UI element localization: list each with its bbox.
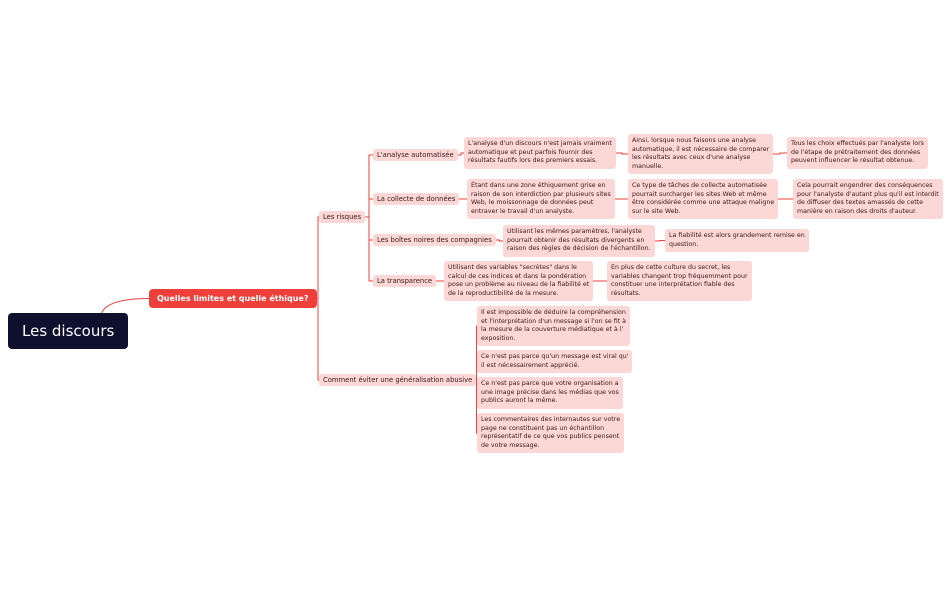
text-line: pourrait surcharger les sites Web et mêm…	[632, 190, 767, 198]
text-line: Ce n'est pas parce qu'un message est vir…	[481, 353, 629, 360]
connector	[616, 152, 628, 155]
connector	[773, 152, 787, 155]
risk-boites-noires[interactable]: Les boîtes noires des compagnies	[373, 234, 496, 246]
text-line: variables changent trop fréquemment pour	[611, 272, 748, 280]
text-line: Ce type de tâches de collecte automatisé…	[632, 182, 767, 189]
analyse-note-3[interactable]: Tous les choix effectués par l'analyste …	[787, 137, 928, 169]
generalisation-note-3[interactable]: Ce n'est pas parce que votre organisatio…	[477, 377, 623, 409]
text-line: de diffuser des textes amassés de cette	[797, 199, 924, 207]
text-line: L'analyse d'un discours n'est jamais vra…	[468, 140, 612, 147]
text-line: résultats.	[611, 289, 641, 297]
text-line: En plus de cette culture du secret, les	[611, 264, 731, 271]
text-line: calcul de ces indices et dans la pondéra…	[448, 272, 587, 280]
text-line: sur le site Web.	[632, 207, 681, 215]
text-line: Il est impossible de déduire la compréhe…	[481, 309, 626, 316]
text-line: Ce n'est pas parce que votre organisatio…	[481, 380, 619, 387]
text-line: les résultats avec ceux d'une analyse	[632, 154, 751, 162]
text-line: pose un problème au niveau de la fiabili…	[448, 281, 590, 289]
text-line: constituer une interprétation fiable des	[611, 281, 735, 289]
transparence-note-1[interactable]: Utilisant des variables "secrètes" dans …	[444, 261, 594, 302]
risk-analyse-automatisee[interactable]: L'analyse automatisée	[373, 149, 458, 161]
text-line: pourrait obtenir des résultats divergent…	[507, 236, 645, 244]
text-line: Web, le moissonnage de données peut	[471, 199, 594, 207]
connector	[496, 239, 503, 242]
text-line: automatique, il est nécessaire de compar…	[632, 145, 770, 153]
generalisation-note-2[interactable]: Ce n'est pas parce qu'un message est vir…	[477, 350, 633, 374]
branch-risques[interactable]: Les risques	[319, 211, 366, 223]
text-line: et l'interprétation d'un message si l'on…	[481, 317, 627, 325]
text-line: page ne constituent pas un échantillon	[481, 424, 605, 432]
connector	[101, 298, 150, 314]
boites-note-1[interactable]: Utilisant les mêmes paramètres, l'analys…	[503, 225, 655, 257]
analyse-note-1[interactable]: L'analyse d'un discours n'est jamais vra…	[464, 137, 616, 169]
text-line: entraver le travail d'un analyste.	[471, 207, 575, 215]
text-line: publics auront la même.	[481, 397, 558, 405]
connector	[365, 216, 373, 282]
text-line: de votre message.	[481, 441, 540, 449]
connector	[317, 216, 319, 299]
text-line: manière en raison des droits d'auteur.	[797, 207, 918, 215]
text-line: question.	[669, 240, 699, 248]
text-line: de la reproductibilité de la mesure.	[448, 289, 559, 297]
analyse-note-2[interactable]: Ainsi, lorsque nous faisons une analyse …	[628, 134, 774, 175]
text-line: être considérée comme une attaque malign…	[632, 199, 775, 207]
text-line: Ainsi, lorsque nous faisons une analyse	[632, 137, 756, 144]
text-line: de l'étape de prétraitement des données	[791, 148, 921, 156]
risk-transparence[interactable]: La transparence	[373, 275, 437, 287]
text-line: il est nécessairement apprécié.	[481, 361, 580, 369]
risk-collecte-donnees[interactable]: La collecte de données	[373, 193, 460, 205]
text-line: une image précise dans les médias que vo…	[481, 388, 619, 396]
text-line: Tous les choix effectués par l'analyste …	[791, 140, 924, 147]
text-line: La fiabilité est alors grandement remise…	[669, 232, 805, 239]
text-line: la mesure de la couverture médiatique et…	[481, 326, 624, 334]
text-line: Étant dans une zone éthiquement grise en	[471, 182, 606, 189]
branch-generalisation[interactable]: Comment éviter une généralisation abusiv…	[319, 374, 477, 386]
connector	[655, 240, 665, 242]
text-line: résultats fautifs lors des premiers essa…	[468, 157, 598, 165]
text-line: représentatif de ce que vos publics pens…	[481, 433, 620, 441]
transparence-note-2[interactable]: En plus de cette culture du secret, les …	[607, 261, 752, 302]
text-line: Cela pourrait engendrer des conséquences	[797, 182, 933, 189]
text-line: raison de son interdiction par plusieurs…	[471, 190, 611, 198]
connector	[476, 379, 477, 434]
text-line: Les commentaires des internautes sur vot…	[481, 416, 621, 423]
text-line: Utilisant les mêmes paramètres, l'analys…	[507, 228, 642, 235]
text-line: Utilisant des variables "secrètes" dans …	[448, 264, 577, 271]
root-topic[interactable]: Les discours	[8, 313, 129, 349]
connector	[317, 298, 319, 381]
connector	[458, 152, 464, 156]
text-line: manuelle.	[632, 162, 664, 170]
text-line: raison des règles de décision de l'échan…	[507, 245, 651, 253]
collecte-note-1[interactable]: Étant dans une zone éthiquement grise en…	[467, 179, 615, 220]
text-line: pour l'analyste d'autant plus qu'il est …	[797, 190, 939, 198]
boites-note-2[interactable]: La fiabilité est alors grandement remise…	[665, 229, 809, 253]
text-line: automatique et peut parfois fournir des	[468, 148, 593, 156]
collecte-note-3[interactable]: Cela pourrait engendrer des conséquences…	[793, 179, 943, 220]
generalisation-note-4[interactable]: Les commentaires des internautes sur vot…	[477, 413, 625, 454]
collecte-note-2[interactable]: Ce type de tâches de collecte automatisé…	[628, 179, 779, 220]
generalisation-note-1[interactable]: Il est impossible de déduire la compréhe…	[477, 306, 631, 347]
text-line: peuvent influencer le résultat obtenue.	[791, 157, 915, 165]
text-line: exposition.	[481, 334, 516, 342]
connector	[365, 198, 373, 218]
main-topic[interactable]: Quelles limites et quelle éthique?	[149, 289, 317, 308]
